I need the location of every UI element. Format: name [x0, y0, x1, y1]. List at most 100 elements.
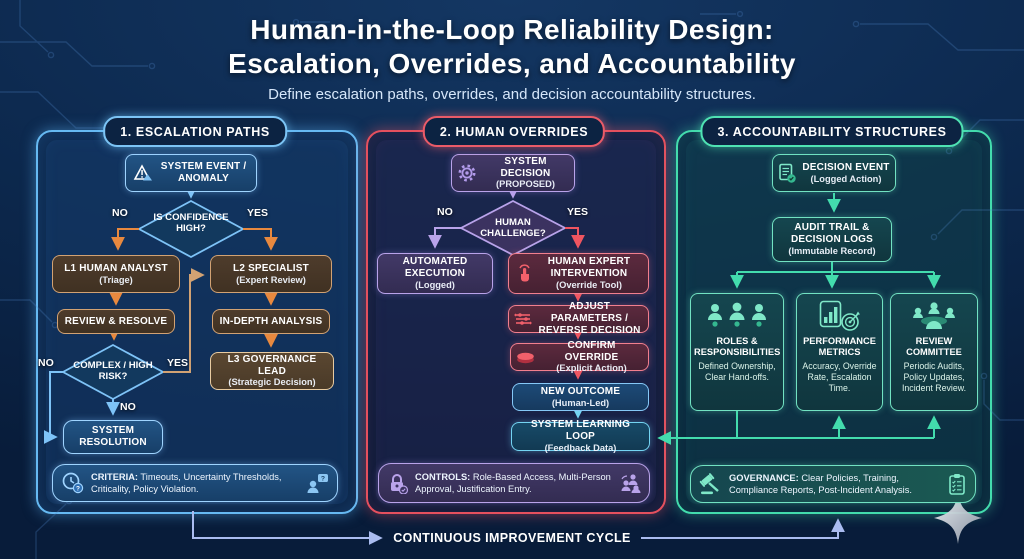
- node-label: ROLES & RESPONSIBILITIES: [694, 336, 781, 358]
- node-label: AUTOMATED EXECUTION: [402, 256, 468, 280]
- governance-label: GOVERNANCE:: [729, 472, 799, 483]
- svg-text:?: ?: [76, 485, 80, 492]
- page-subtitle: Define escalation paths, overrides, and …: [268, 86, 756, 103]
- node-confirm-override: CONFIRM OVERRIDE (Explicit Action): [510, 339, 649, 374]
- node-sublabel: (Triage): [99, 274, 133, 285]
- node-review-committee: REVIEW COMMITTEE Periodic Audits, Policy…: [890, 293, 978, 411]
- node-sublabel: (Human-Led): [551, 397, 610, 408]
- node-label: ADJUST PARAMETERS / REVERSE DECISION: [538, 301, 641, 336]
- node-system-learning-loop: SYSTEM LEARNING LOOP (Feedback Data): [511, 419, 650, 453]
- panel-header-accountability: 3. ACCOUNTABILITY STRUCTURES: [700, 116, 964, 147]
- gear-icon: [457, 163, 477, 183]
- branch-label-yes: YES: [567, 206, 589, 218]
- node-sublabel: (Explicit Action): [556, 363, 627, 374]
- criteria-text: CRITERIA: Timeouts, Uncertainty Threshol…: [91, 471, 300, 495]
- clock-question-icon: ?: [61, 471, 85, 495]
- document-check-icon: [778, 163, 797, 184]
- node-review-resolve: REVIEW & RESOLVE: [57, 309, 175, 334]
- continuous-improvement-label: CONTINUOUS IMPROVEMENT CYCLE: [393, 531, 631, 545]
- branch-label-no: NO: [38, 357, 54, 369]
- node-sublabel: (Immutable Record): [788, 245, 876, 256]
- criteria-label: CRITERIA:: [91, 471, 138, 482]
- node-sublabel: (Expert Review): [236, 274, 306, 285]
- branch-label-no: NO: [437, 206, 453, 218]
- node-l1-human-analyst: L1 HUMAN ANALYST (Triage): [52, 255, 180, 293]
- branch-label-no: NO: [112, 207, 128, 219]
- node-system-event: SYSTEM EVENT / ANOMALY: [125, 154, 257, 192]
- button-icon: [516, 351, 535, 364]
- node-system-resolution: SYSTEM RESOLUTION: [63, 420, 163, 454]
- page-title-line2: Escalation, Overrides, and Accountabilit…: [228, 48, 796, 79]
- node-audit-trail: AUDIT TRAIL & DECISION LOGS (Immutable R…: [772, 217, 892, 262]
- node-label: HUMAN EXPERT INTERVENTION: [547, 256, 631, 280]
- node-performance-metrics: PERFORMANCE METRICS Accuracy, Override R…: [796, 293, 883, 411]
- branch-label-yes: YES: [167, 357, 189, 369]
- clipboard-checklist-icon: [948, 473, 967, 496]
- node-label: SYSTEM RESOLUTION: [79, 425, 147, 448]
- node-roles-responsibilities: ROLES & RESPONSIBILITIES Defined Ownersh…: [690, 293, 784, 411]
- node-label: SYSTEM DECISION: [500, 155, 551, 179]
- node-sublabel: (Logged Action): [810, 173, 882, 184]
- people-approval-icon: [619, 473, 641, 493]
- governance-box: GOVERNANCE: Clear Policies, Training, Co…: [690, 465, 976, 503]
- node-label: REVIEW & RESOLVE: [64, 315, 168, 327]
- node-desc: Periodic Audits, Policy Updates, Inciden…: [901, 361, 967, 394]
- chart-target-icon: [819, 300, 861, 332]
- node-label: SYSTEM EVENT / ANOMALY: [160, 161, 247, 184]
- panel-header-escalation: 1. ESCALATION PATHS: [103, 116, 287, 147]
- criteria-body: Timeouts, Uncertainty Thresholds, Critic…: [91, 471, 282, 494]
- node-sublabel: (Override Tool): [556, 279, 622, 290]
- node-label: REVIEW COMMITTEE: [906, 336, 962, 358]
- node-system-decision: SYSTEM DECISION (PROPOSED): [451, 154, 575, 192]
- node-label: CONFIRM OVERRIDE: [564, 339, 619, 363]
- node-label: DECISION EVENT: [802, 161, 890, 173]
- decision-label-risk: COMPLEX / HIGH RISK?: [73, 360, 153, 383]
- decision-label-confidence: IS CONFIDENCE HIGH?: [153, 212, 229, 235]
- panel-header-overrides: 2. HUMAN OVERRIDES: [422, 116, 606, 147]
- node-label: L1 HUMAN ANALYST: [64, 262, 168, 274]
- controls-label: CONTROLS:: [415, 471, 471, 482]
- governance-text: GOVERNANCE: Clear Policies, Training, Co…: [729, 472, 942, 496]
- node-l2-specialist: L2 SPECIALIST (Expert Review): [210, 255, 332, 293]
- team-icon: [704, 300, 770, 332]
- sparkle-icon: [934, 492, 982, 544]
- branch-label-yes: YES: [247, 207, 269, 219]
- branch-label-no: NO: [120, 401, 136, 413]
- node-label: SYSTEM LEARNING LOOP: [530, 419, 631, 443]
- node-new-outcome: NEW OUTCOME (Human-Led): [512, 383, 649, 411]
- node-human-expert-intervention: HUMAN EXPERT INTERVENTION (Override Tool…: [508, 253, 649, 294]
- governance-body: Clear Policies, Training, Compliance Rep…: [729, 472, 912, 495]
- svg-text:?: ?: [321, 476, 325, 483]
- node-label: PERFORMANCE METRICS: [803, 336, 876, 358]
- node-sublabel: (Strategic Decision): [228, 377, 316, 388]
- node-sublabel: (PROPOSED): [496, 179, 555, 190]
- sliders-icon: [514, 312, 532, 326]
- node-decision-event: DECISION EVENT (Logged Action): [772, 154, 896, 192]
- node-sublabel: (Logged): [415, 279, 455, 290]
- node-l3-governance-lead: L3 GOVERNANCE LEAD (Strategic Decision): [210, 352, 334, 390]
- controls-text: CONTROLS: Role-Based Access, Multi-Perso…: [415, 471, 613, 495]
- gavel-icon: [699, 473, 723, 495]
- controls-box: CONTROLS: Role-Based Access, Multi-Perso…: [378, 463, 650, 503]
- node-label: L2 SPECIALIST: [233, 262, 309, 274]
- node-adjust-parameters: ADJUST PARAMETERS / REVERSE DECISION: [508, 301, 649, 336]
- lock-icon: [387, 472, 409, 494]
- tap-hand-icon: [516, 263, 533, 284]
- criteria-box: ? CRITERIA: Timeouts, Uncertainty Thresh…: [52, 464, 338, 502]
- person-question-icon: ?: [306, 472, 329, 494]
- warning-triangle-icon: [133, 164, 153, 182]
- node-sublabel: (Feedback Data): [544, 442, 617, 453]
- node-label: NEW OUTCOME: [540, 385, 621, 397]
- node-automated-execution: AUTOMATED EXECUTION (Logged): [377, 253, 493, 294]
- node-label: IN-DEPTH ANALYSIS: [219, 315, 323, 327]
- meeting-table-icon: [910, 300, 958, 332]
- page-title-line1: Human-in-the-Loop Reliability Design:: [250, 14, 774, 45]
- controls-body: Role-Based Access, Multi-Person Approval…: [415, 471, 611, 494]
- node-desc: Defined Ownership, Clear Hand-offs.: [698, 361, 776, 383]
- node-desc: Accuracy, Override Rate, Escalation Time…: [802, 361, 877, 394]
- node-label: L3 GOVERNANCE LEAD: [227, 353, 317, 377]
- node-label: AUDIT TRAIL & DECISION LOGS: [790, 222, 874, 246]
- decision-label-challenge: HUMAN CHALLENGE?: [480, 217, 546, 240]
